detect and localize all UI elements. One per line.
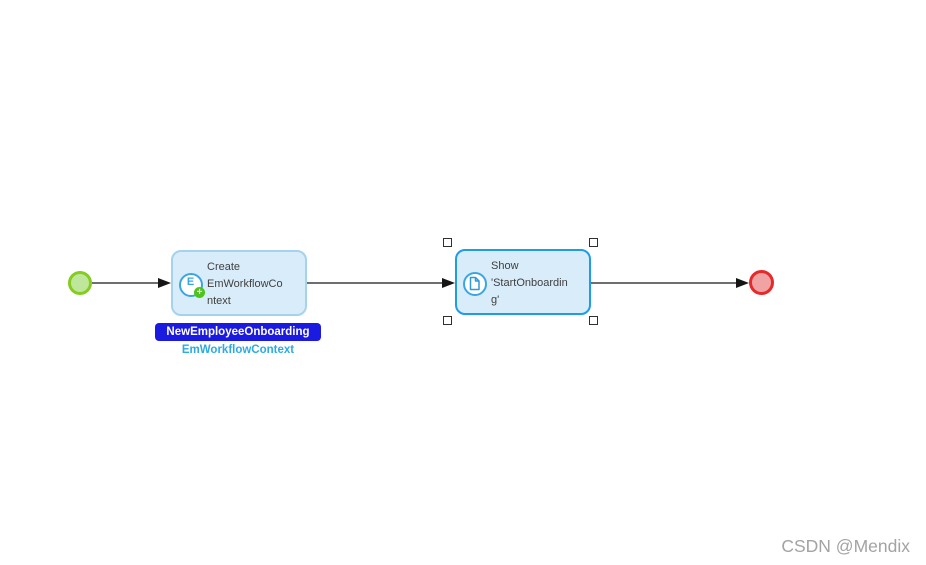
document-icon bbox=[469, 276, 480, 291]
selection-handle-top-left[interactable] bbox=[443, 238, 452, 247]
sequence-flow-start-to-create[interactable] bbox=[92, 278, 171, 288]
selection-handle-top-right[interactable] bbox=[589, 238, 598, 247]
plus-badge-icon: + bbox=[194, 287, 205, 298]
watermark-label: CSDN @Mendix bbox=[781, 536, 910, 556]
entity-letter-icon: E bbox=[186, 276, 195, 288]
start-event[interactable] bbox=[68, 271, 92, 295]
sequence-flow-create-to-show[interactable] bbox=[307, 278, 455, 288]
show-page-activity[interactable]: Show 'StartOnboardin g' bbox=[455, 249, 591, 315]
show-activity-caption: Show 'StartOnboardin g' bbox=[491, 260, 568, 306]
entity-badge[interactable]: NewEmployeeOnboarding bbox=[155, 323, 321, 341]
show-page-icon bbox=[463, 272, 487, 296]
create-object-icon: E + bbox=[179, 273, 205, 298]
create-activity-caption: Create EmWorkflowCo ntext bbox=[207, 261, 283, 307]
sequence-flow-show-to-end[interactable] bbox=[591, 278, 749, 288]
selection-handle-bottom-right[interactable] bbox=[589, 316, 598, 325]
selection-handle-bottom-left[interactable] bbox=[443, 316, 452, 325]
end-event[interactable] bbox=[749, 270, 774, 295]
create-object-activity[interactable]: E + Create EmWorkflowCo ntext bbox=[171, 250, 307, 316]
entity-name-label: EmWorkflowContext bbox=[181, 344, 295, 356]
